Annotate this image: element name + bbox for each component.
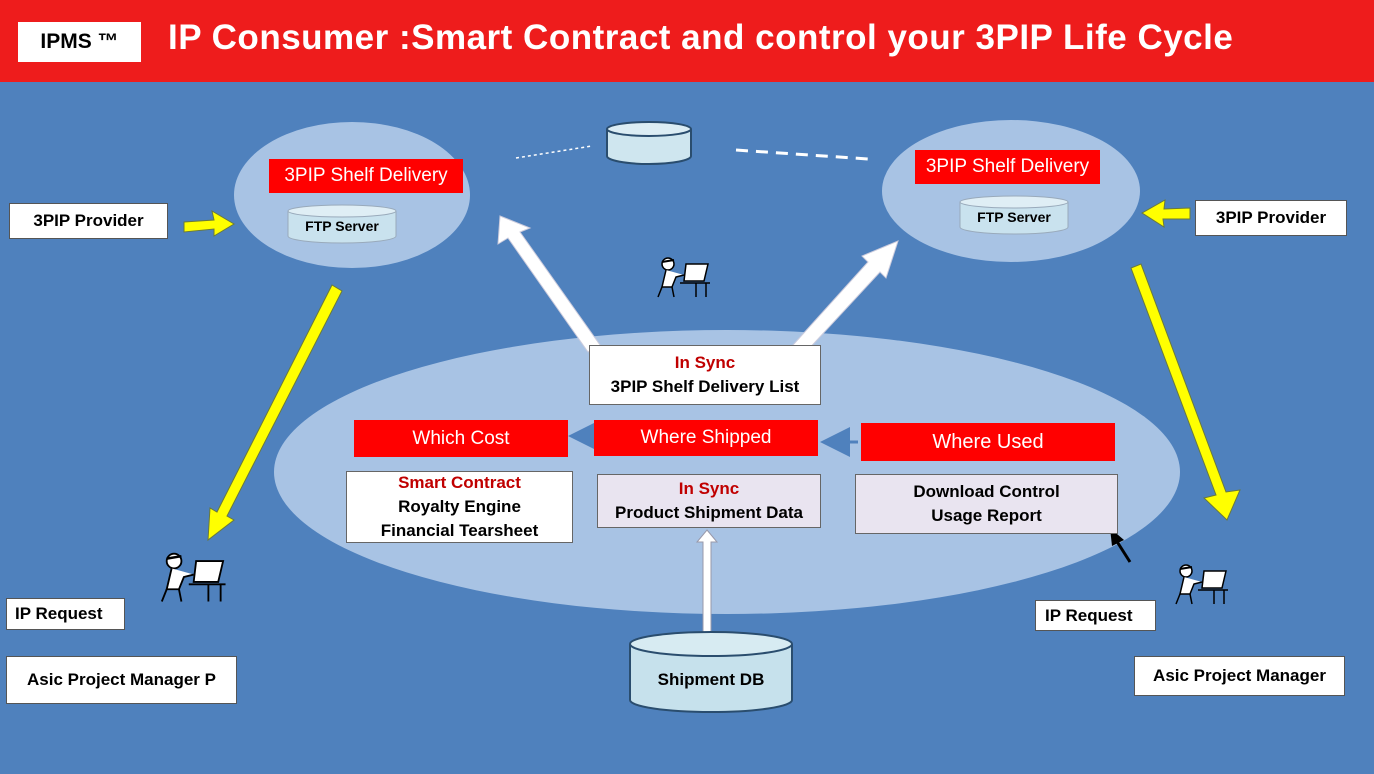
right-ftp-server-cylinder-icon: [959, 195, 1069, 235]
financial-tearsheet-label: Financial Tearsheet: [380, 521, 539, 540]
right-ip-request-box: IP Request: [1035, 600, 1156, 631]
where-used-label: Where Used: [861, 423, 1115, 461]
where-shipped-label: Where Shipped: [594, 420, 818, 456]
yellow-arrow-left-diagonal: [207, 284, 343, 542]
shipment-db-cylinder-icon: [629, 631, 793, 713]
left-shelf-delivery-label: 3PIP Shelf Delivery: [269, 159, 463, 193]
royalty-engine-label: Royalty Engine: [398, 497, 521, 516]
dashed-link-right: [735, 148, 869, 161]
left-project-manager-box: Asic Project Manager P: [6, 656, 237, 704]
left-provider-box: 3PIP Provider: [9, 203, 168, 239]
right-shelf-delivery-label: 3PIP Shelf Delivery: [915, 150, 1100, 184]
right-provider-box: 3PIP Provider: [1195, 200, 1347, 236]
person-at-computer-icon: [1175, 564, 1228, 605]
shipment-sync-status: In Sync: [678, 479, 740, 498]
left-ftp-server: FTP Server: [287, 204, 397, 244]
product-shipment-data-box: In Sync Product Shipment Data: [597, 474, 821, 528]
yellow-arrow-left-provider: [183, 209, 235, 237]
shipment-db-label: Shipment DB: [657, 670, 765, 689]
yellow-arrow-right-diagonal: [1130, 263, 1241, 521]
download-control-box: Download Control Usage Report: [855, 474, 1118, 534]
page-title: IP Consumer :Smart Contract and control …: [168, 18, 1234, 57]
right-project-manager-box: Asic Project Manager: [1134, 656, 1345, 696]
smart-contract-title: Smart Contract: [398, 473, 521, 492]
left-ftp-server-cylinder-icon: [287, 204, 397, 244]
person-at-computer-icon: [160, 552, 226, 602]
usage-report-label: Usage Report: [931, 506, 1042, 525]
left-ftp-server-label: FTP Server: [305, 218, 379, 234]
smart-contract-box: Smart Contract Royalty Engine Financial …: [346, 471, 573, 543]
ipms-badge: IPMS ™: [18, 22, 141, 62]
left-site-ellipse: [234, 122, 470, 268]
title-banner: IPMS ™ IP Consumer :Smart Contract and c…: [0, 0, 1374, 82]
shipment-data-label: Product Shipment Data: [615, 503, 803, 522]
left-ip-request-box: IP Request: [6, 598, 125, 630]
right-ftp-server-label: FTP Server: [977, 209, 1051, 225]
right-site-ellipse: [882, 120, 1140, 262]
download-control-label: Download Control: [913, 482, 1060, 501]
sync-shelf-delivery-list-box: In Sync 3PIP Shelf Delivery List: [589, 345, 821, 405]
white-arrow-right-sync: [792, 240, 899, 354]
yellow-arrow-right-provider: [1141, 199, 1191, 228]
top-database-cylinder-icon: [606, 121, 692, 165]
white-arrow-left-sync: [497, 215, 601, 353]
right-ftp-server: FTP Server: [959, 195, 1069, 235]
sync-list-status: In Sync: [674, 353, 736, 372]
person-at-computer-icon: [657, 257, 710, 298]
dashed-link-left: [515, 145, 593, 159]
shipment-db: Shipment DB: [628, 630, 794, 714]
sync-list-label: 3PIP Shelf Delivery List: [610, 377, 800, 396]
which-cost-label: Which Cost: [354, 420, 568, 457]
